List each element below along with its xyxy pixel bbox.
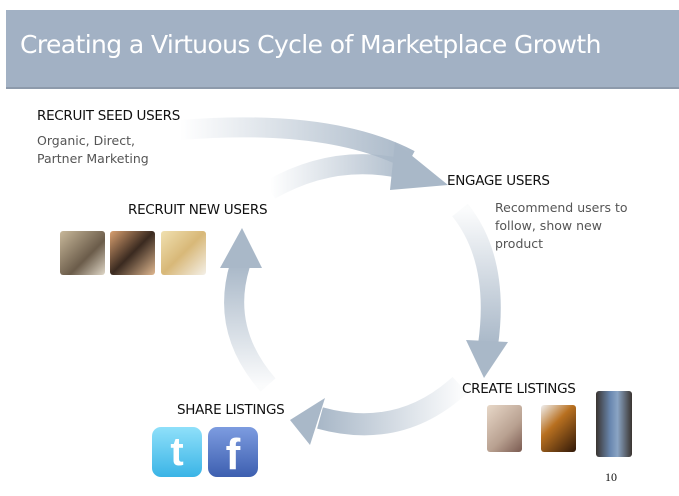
arrow-create-to-share (290, 376, 468, 445)
user-photo (110, 231, 155, 275)
page-number: 10 (605, 470, 617, 484)
listing-photo (487, 405, 522, 452)
create-listings-label: CREATE LISTINGS (462, 381, 576, 397)
engage-desc-3: product (495, 236, 544, 251)
recruit-new-users-label: RECRUIT NEW USERS (128, 202, 268, 218)
arrow-share-to-recruit (220, 228, 276, 392)
twitter-icon[interactable]: t (152, 427, 202, 477)
recruit-seed-desc-1: Organic, Direct, (37, 133, 135, 148)
engage-users-label: ENGAGE USERS (447, 173, 550, 189)
engage-desc-2: follow, show new (495, 218, 602, 233)
listing-photo (541, 405, 576, 452)
user-photo (60, 231, 105, 275)
recruit-seed-desc-2: Partner Marketing (37, 151, 149, 166)
recruit-seed-users-label: RECRUIT SEED USERS (37, 108, 180, 124)
title-bar: Creating a Virtuous Cycle of Marketplace… (6, 10, 679, 89)
arrow-engage-to-create (452, 203, 508, 378)
slide-title: Creating a Virtuous Cycle of Marketplace… (20, 30, 601, 59)
arrow-recruit-to-engage (265, 154, 418, 199)
engage-desc-1: Recommend users to (495, 200, 628, 215)
listing-photo (596, 391, 632, 457)
facebook-icon[interactable]: f (208, 427, 258, 479)
share-listings-label: SHARE LISTINGS (177, 402, 285, 418)
user-photo (161, 231, 206, 275)
